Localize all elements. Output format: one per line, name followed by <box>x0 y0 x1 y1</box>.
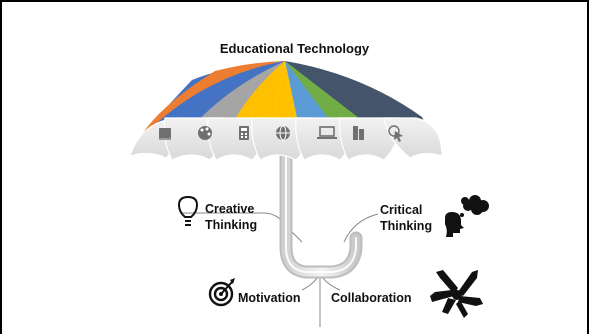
motivation-label: Motivation <box>238 291 301 305</box>
collaboration-label: Collaboration <box>331 291 412 305</box>
target-icon <box>208 278 235 307</box>
globe-icon <box>276 125 290 141</box>
creative-thinking-label-line1: Creative <box>205 202 255 216</box>
umbrella-handle <box>279 150 363 279</box>
rim-icons <box>159 125 403 142</box>
thinking-head-icon <box>445 195 489 237</box>
books-icon <box>353 126 364 140</box>
book-icon <box>159 128 171 140</box>
critical-thinking-label-line2: Thinking <box>380 219 433 233</box>
critical-thinking-label-line1: Critical <box>380 203 423 217</box>
palette-icon <box>198 126 212 140</box>
laptop-icon <box>317 126 337 139</box>
calculator-icon <box>239 126 249 140</box>
diagram-title: Educational Technology <box>219 41 370 56</box>
hands-together-icon <box>430 270 483 318</box>
creative-thinking-label-line2: Thinking <box>205 218 258 232</box>
cursor-click-icon <box>388 125 403 142</box>
critical-connector <box>343 213 379 243</box>
lightbulb-icon <box>177 195 199 226</box>
